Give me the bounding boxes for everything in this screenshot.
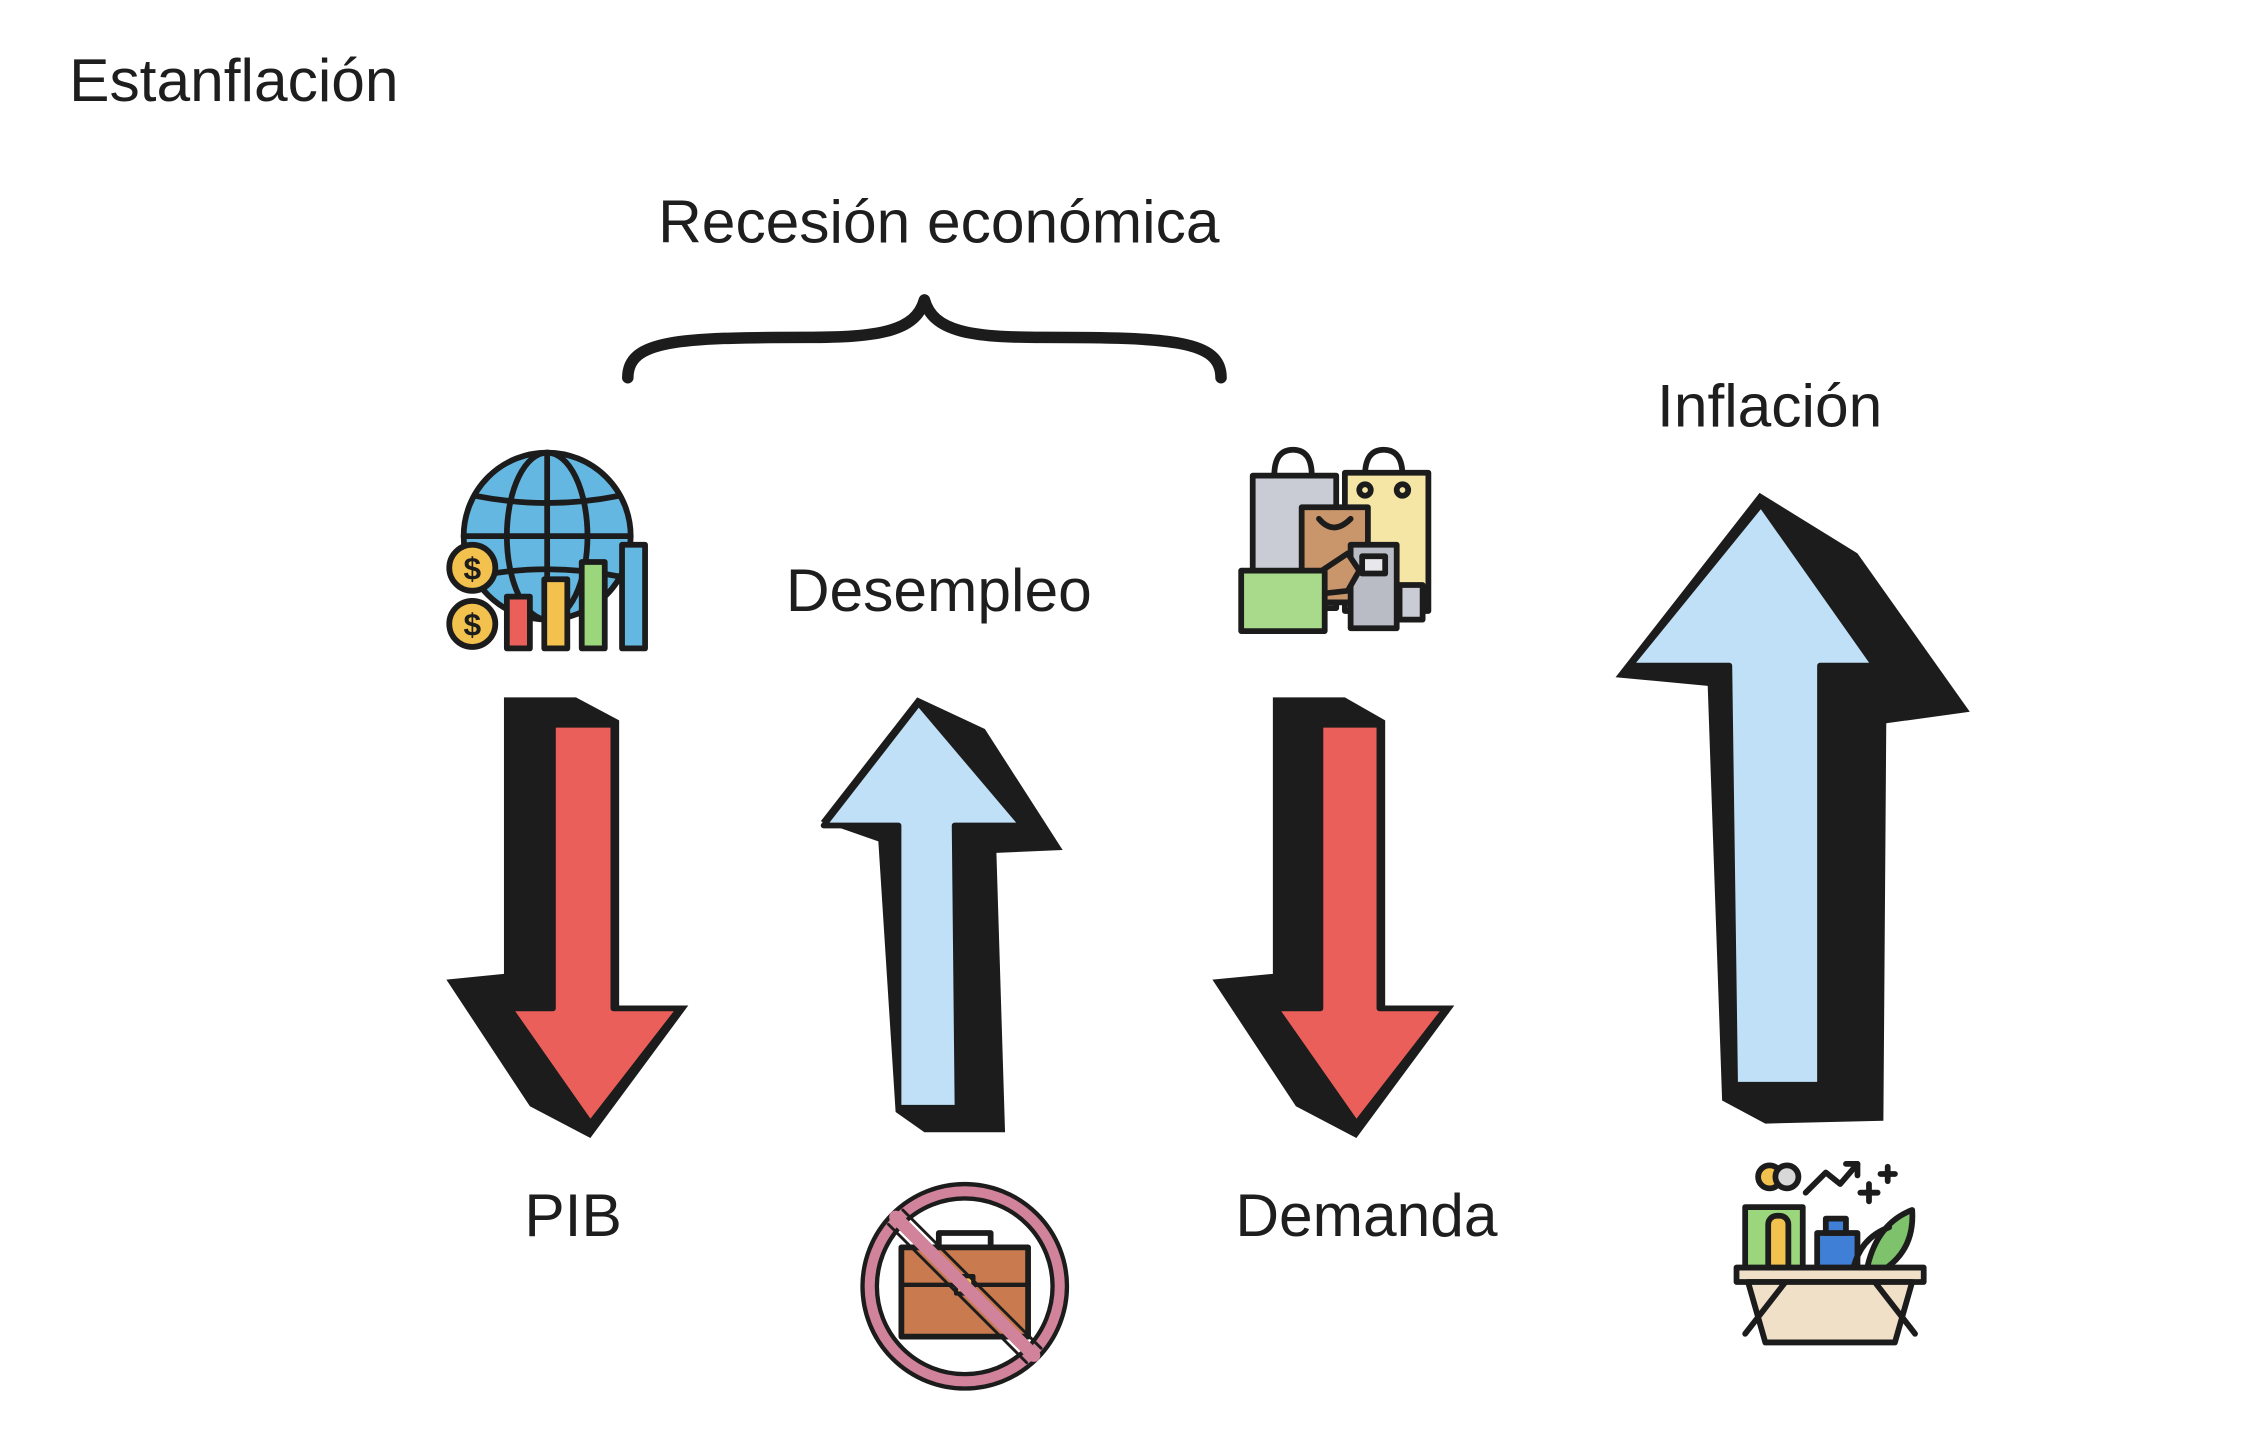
page-title: Estanflación — [69, 46, 398, 114]
globe-economy-chart-icon: $ $ — [446, 449, 648, 652]
svg-text:$: $ — [463, 606, 481, 642]
svg-text:$: $ — [463, 550, 481, 586]
group-label: Recesión económica — [658, 187, 1220, 255]
indicator-label-demanda: Demanda — [1235, 1181, 1498, 1249]
arrow-down-demanda — [1212, 697, 1455, 1138]
arrow-down-pib — [446, 697, 689, 1138]
indicator-label-pib: PIB — [524, 1181, 621, 1249]
grocery-basket-rising-icon — [1733, 1161, 1927, 1346]
shopping-bags-card-icon — [1238, 446, 1432, 635]
no-briefcase-icon — [860, 1181, 1070, 1391]
indicator-label-desempleo: Desempleo — [786, 556, 1092, 624]
arrow-up-inflacion — [1615, 492, 1970, 1124]
indicator-label-inflacion: Inflación — [1657, 372, 1882, 440]
group-brace — [622, 294, 1227, 384]
arrow-up-desempleo — [820, 697, 1063, 1133]
